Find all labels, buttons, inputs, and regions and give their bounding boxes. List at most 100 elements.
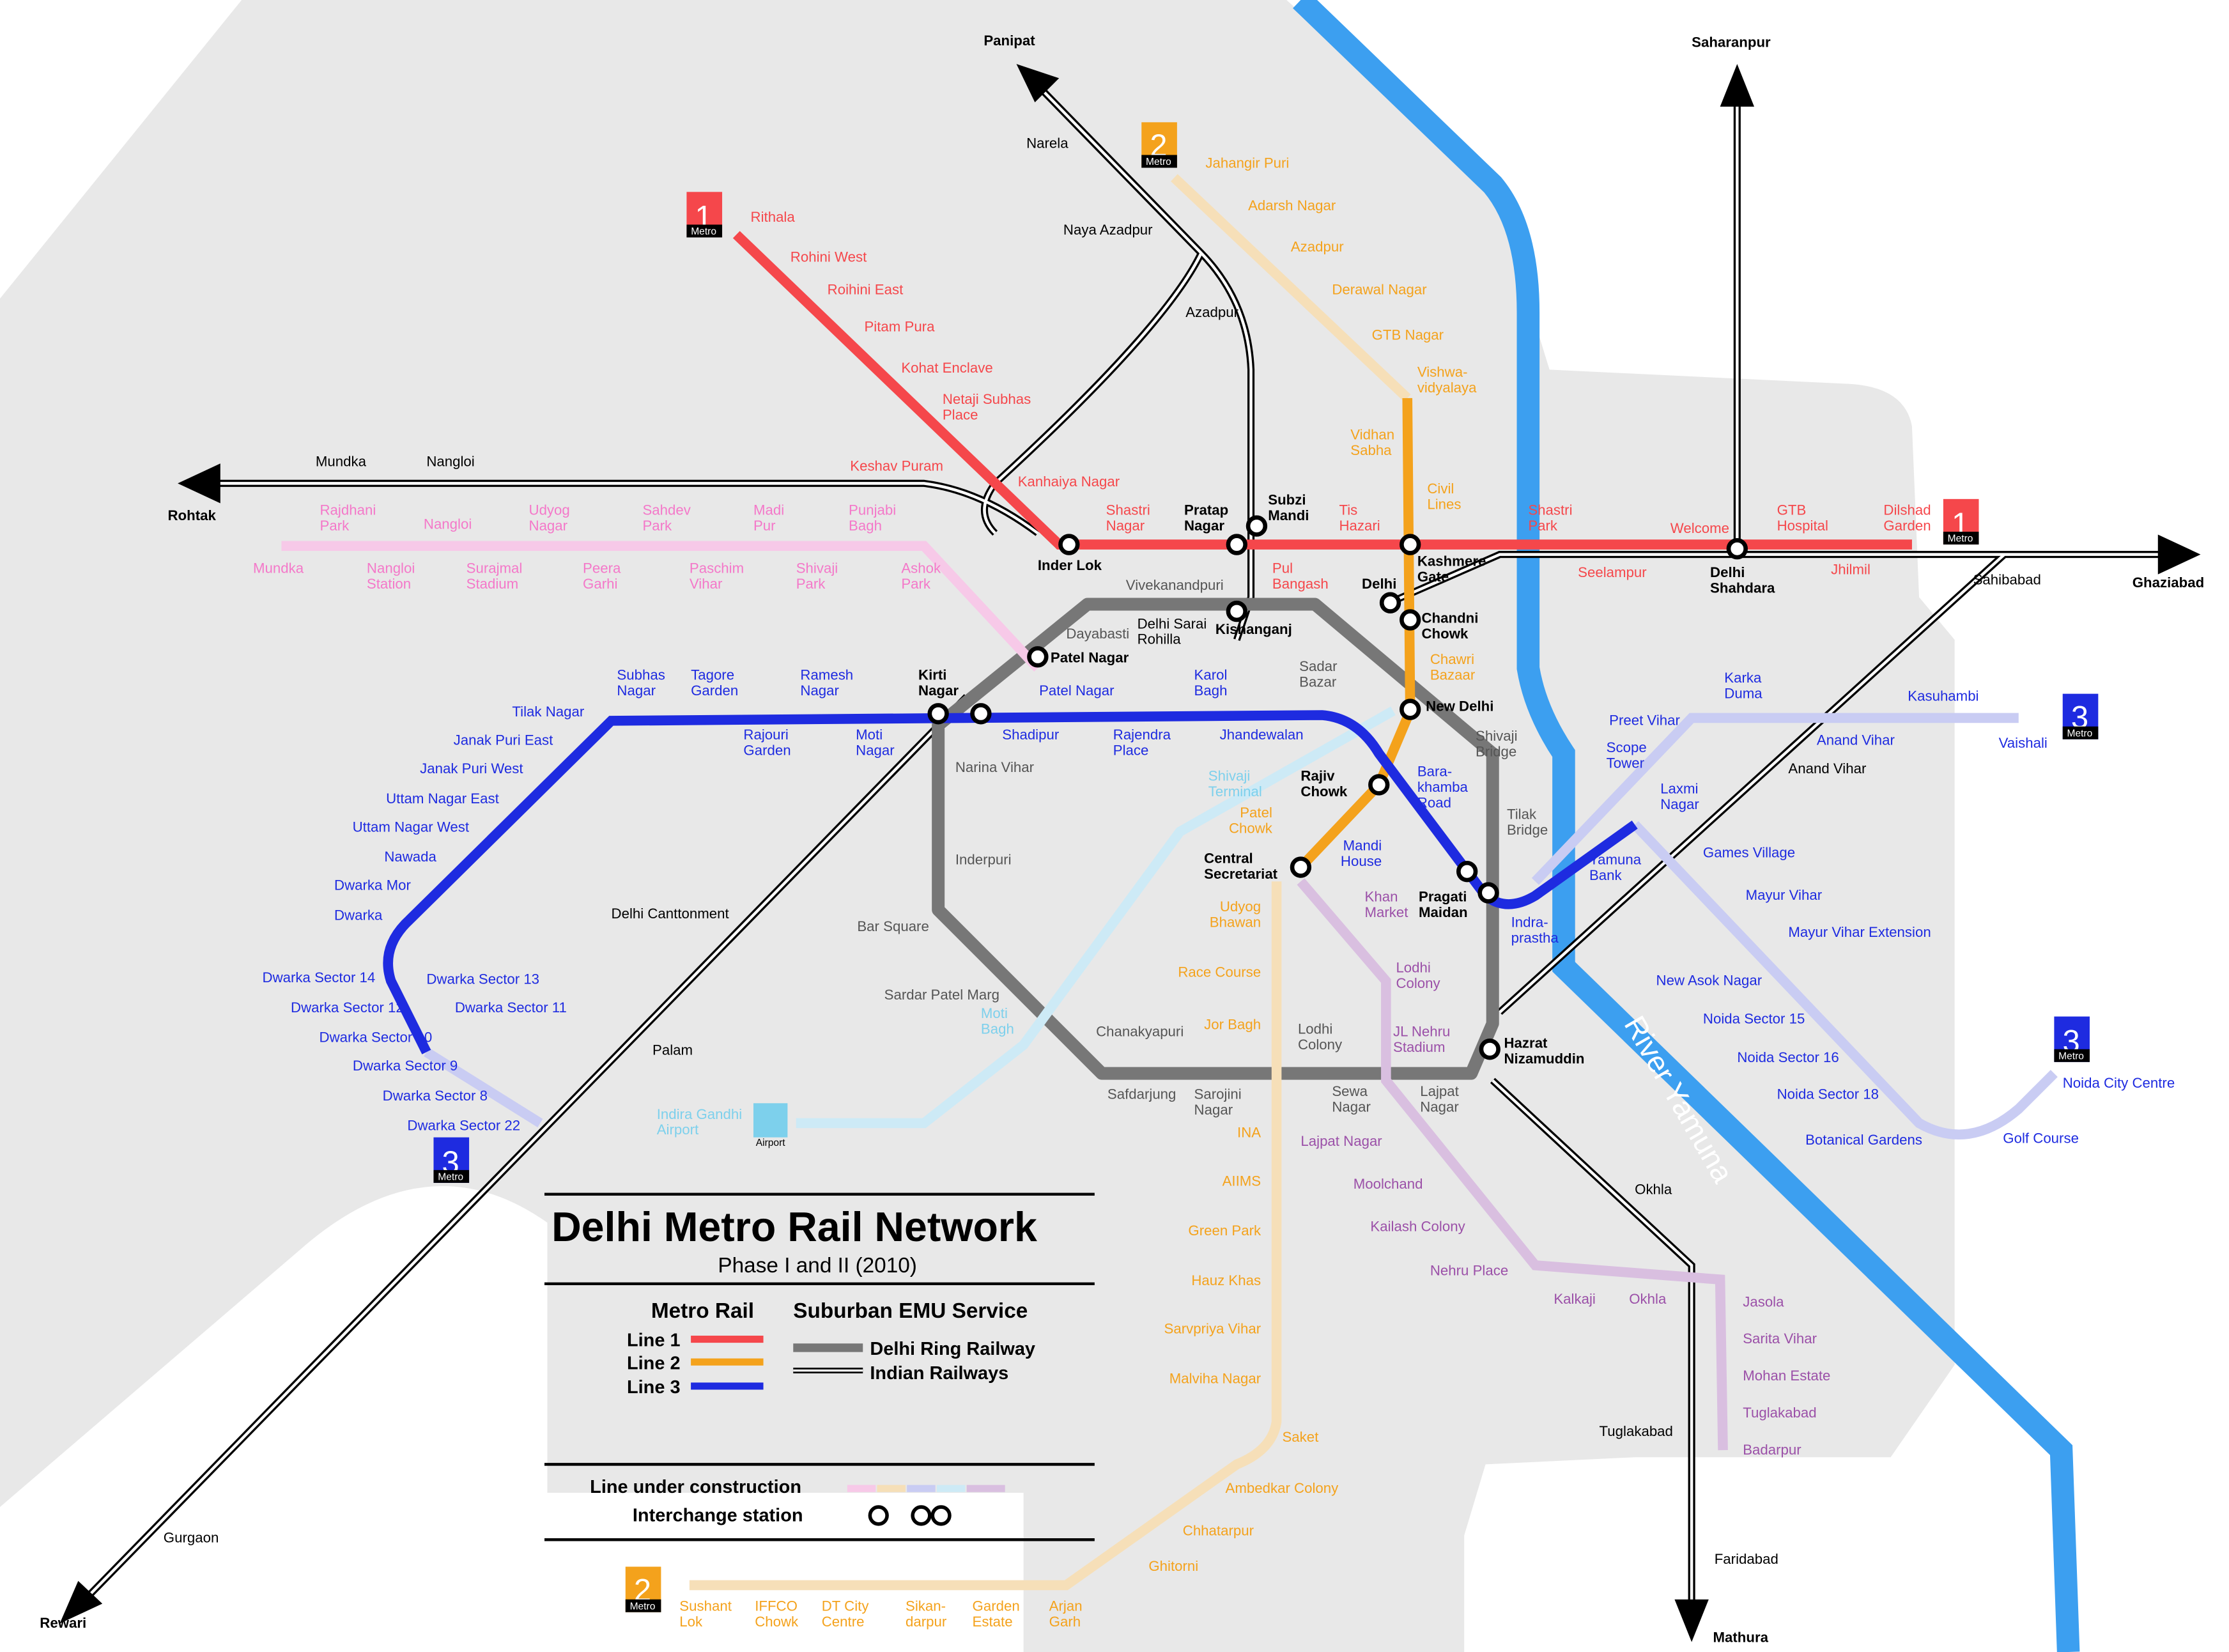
line-3: [383, 710, 1638, 1054]
station-label: Faridabad: [1715, 1551, 1778, 1567]
station-label: Kishanganj: [1215, 621, 1292, 637]
station-label: Derawal Nagar: [1332, 281, 1427, 297]
station-label: Jor Bagh: [1204, 1017, 1261, 1033]
station-label: Azadpur: [1185, 304, 1238, 320]
station-label: Saket: [1282, 1429, 1319, 1445]
station-label: Vaishali: [1999, 735, 2048, 751]
station-label: Dwarka Sector 13: [426, 971, 539, 987]
station-label: Jahangir Puri: [1205, 155, 1289, 171]
station-label: Kalkaji: [1554, 1291, 1595, 1307]
station-label: Kailash Colony: [1370, 1219, 1465, 1235]
station-label: Narela: [1026, 135, 1068, 151]
station-label: Naya Azadpur: [1063, 222, 1153, 238]
station-label: Ambedkar Colony: [1226, 1480, 1339, 1496]
station-label: Patel Nagar: [1051, 650, 1129, 666]
ring-railway: [932, 598, 1499, 1080]
station-label: Hauz Khas: [1191, 1272, 1261, 1288]
station-label: Kasuhambi: [1908, 688, 1978, 704]
station-label: Tuglakabad: [1600, 1423, 1673, 1439]
station-label: Bar Square: [857, 918, 929, 934]
indian-railways-inner: [77, 77, 2161, 1628]
station-label: Dwarka Sector 9: [353, 1058, 458, 1074]
station-label: Vivekanandpuri: [1126, 577, 1224, 593]
station-label: Uttam Nagar West: [353, 819, 470, 835]
station-label: Noida Sector 15: [1703, 1011, 1805, 1027]
station-label: Sahibabad: [1973, 571, 2041, 587]
station-label: Azadpur: [1291, 239, 1344, 255]
svg-text:Metro: Metro: [438, 1171, 463, 1182]
station-label: Tilak Nagar: [512, 704, 584, 720]
station-label: Nehru Place: [1430, 1262, 1508, 1278]
station-label: Sikan-darpur: [906, 1598, 947, 1629]
station-label: Dwarka: [334, 907, 383, 923]
map-title: Delhi Metro Rail Network: [551, 1204, 1037, 1250]
direction-labels: Panipat Saharanpur Rohtak Ghaziabad Rewa…: [40, 33, 2204, 1645]
svg-text:Metro: Metro: [691, 226, 716, 237]
station-label: Mundka: [316, 454, 367, 470]
station-label: Gurgaon: [164, 1530, 219, 1546]
station-label: Mayur Vihar Extension: [1788, 924, 1931, 940]
station-label: Sarita Vihar: [1743, 1331, 1817, 1347]
station-label: Malviha Nagar: [1169, 1371, 1261, 1387]
svg-text:Line 3: Line 3: [627, 1377, 681, 1398]
land-area: [0, 0, 1955, 1652]
map-subtitle: Phase I and II (2010): [718, 1254, 917, 1278]
svg-text:Panipat: Panipat: [983, 33, 1035, 49]
svg-text:Metro: Metro: [2067, 728, 2093, 739]
station-label: INA: [1237, 1125, 1261, 1141]
svg-text:Metro Rail: Metro Rail: [651, 1299, 754, 1323]
station-label: Moolchand: [1354, 1176, 1423, 1192]
direction-arrows: [59, 64, 2201, 1642]
station-label: Kohat Enclave: [901, 360, 992, 376]
station-label: Narina Vihar: [955, 759, 1035, 775]
svg-text:Line 1: Line 1: [627, 1331, 681, 1351]
construction-lines: [281, 174, 2058, 1591]
station-label: Pitam Pura: [864, 318, 935, 334]
station-label: Ghitorni: [1148, 1558, 1198, 1574]
station-label: Mohan Estate: [1743, 1368, 1830, 1384]
station-label: Badarpur: [1743, 1442, 1801, 1458]
station-label: Dwarka Sector 14: [263, 969, 376, 985]
river-yamuna: [1293, 0, 2080, 1652]
svg-text:Metro: Metro: [1948, 534, 1973, 544]
station-label: Anand Vihar: [1817, 732, 1895, 748]
station-label: Indra-prastha: [1511, 914, 1559, 945]
svg-text:Ghaziabad: Ghaziabad: [2133, 575, 2204, 591]
svg-text:Metro: Metro: [1146, 157, 1171, 167]
station-label: Nangloi: [426, 454, 474, 470]
svg-text:Line under construction: Line under construction: [590, 1477, 801, 1497]
station-label: Safdarjung: [1107, 1086, 1176, 1102]
svg-text:Saharanpur: Saharanpur: [1692, 34, 1771, 50]
interchange-markers: [927, 515, 1748, 1060]
station-label: Chanakyapuri: [1096, 1024, 1184, 1040]
station-label: Okhla: [1629, 1291, 1667, 1307]
station-label: Dwarka Sector 11: [455, 1000, 567, 1015]
